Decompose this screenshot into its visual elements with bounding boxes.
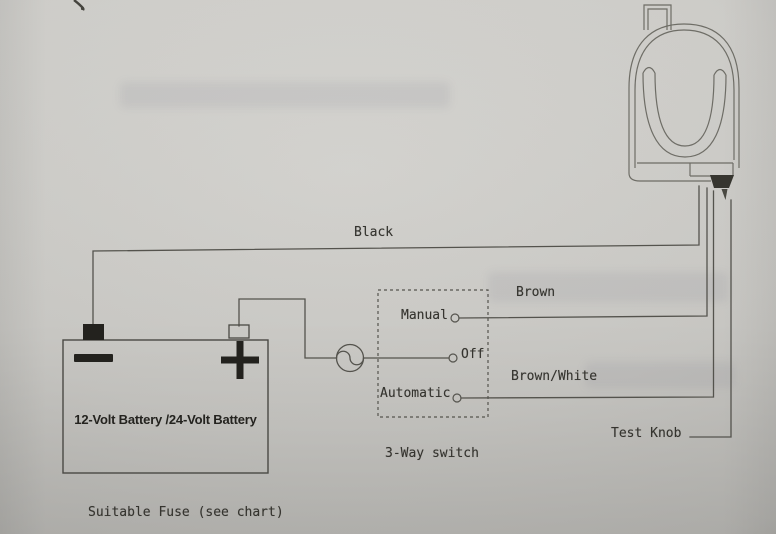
switch-position-automatic-label: Automatic xyxy=(380,386,451,401)
three-way-switch-symbol xyxy=(377,289,489,418)
brown-white-wire-label: Brown/White xyxy=(511,369,598,384)
pen-mark xyxy=(73,0,85,11)
switch-contact-off xyxy=(448,353,458,363)
test-knob-label: Test Knob xyxy=(611,426,682,441)
switch-position-off-label: Off xyxy=(461,347,485,362)
switch-contact-manual xyxy=(450,313,460,323)
positive-lead-wire xyxy=(238,298,338,359)
battery-box xyxy=(62,339,269,474)
three-way-switch-caption: 3-Way switch xyxy=(385,446,479,461)
fuse-symbol xyxy=(335,343,365,373)
black-wire-label: Black xyxy=(354,225,394,240)
brown-white-wire xyxy=(460,190,715,399)
switch-position-manual-label: Manual xyxy=(401,308,448,323)
test-knob-wire xyxy=(689,199,732,438)
minus-symbol xyxy=(74,354,113,362)
test-knob xyxy=(710,175,734,188)
plus-symbol xyxy=(221,341,259,379)
lamp-drawing xyxy=(628,4,740,200)
suitable-fuse-caption: Suitable Fuse (see chart) xyxy=(88,505,284,520)
switch-dashed-box xyxy=(377,289,489,418)
brown-wire-label: Brown xyxy=(516,285,556,300)
battery-symbol xyxy=(62,324,269,474)
battery-positive-terminal xyxy=(228,324,250,339)
black-wire xyxy=(92,185,700,327)
switch-contact-automatic xyxy=(452,393,462,403)
battery-label: 12-Volt Battery /24-Volt Battery xyxy=(74,412,257,427)
test-knob-stem xyxy=(721,189,728,200)
wires xyxy=(92,185,732,438)
battery-negative-terminal xyxy=(83,324,104,340)
brown-wire xyxy=(458,187,708,319)
